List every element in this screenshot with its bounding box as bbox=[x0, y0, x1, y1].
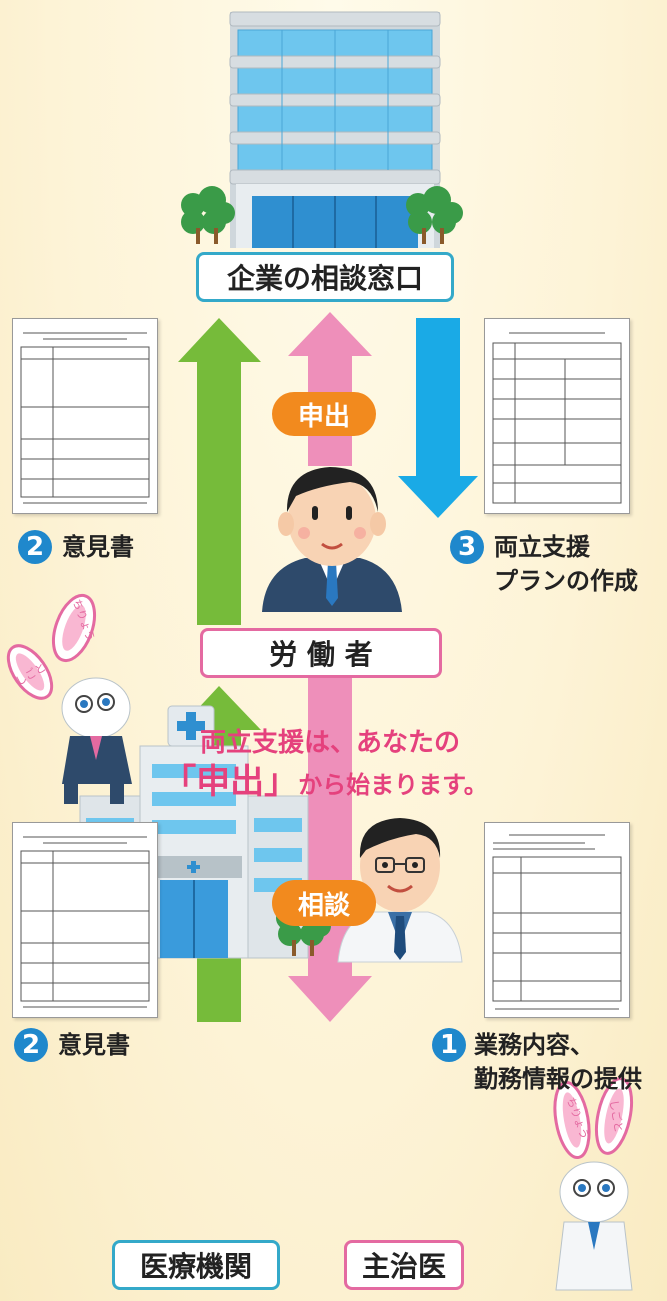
step-number-3: 3 bbox=[450, 530, 484, 564]
plan-label-line2: プランの作成 bbox=[494, 567, 638, 595]
message-line-1: 両立支援は、あなたの bbox=[199, 728, 460, 758]
rabbit-mascot-icon bbox=[553, 1077, 634, 1291]
consult-badge: 相談 bbox=[272, 880, 376, 926]
step-number-1: 1 bbox=[432, 1028, 466, 1062]
opinion-label-lower: 意見書 bbox=[58, 1031, 130, 1059]
form-lines-icon bbox=[20, 836, 150, 1008]
worker-person-icon bbox=[262, 467, 402, 612]
form-lines-icon bbox=[492, 332, 622, 504]
form-lines-icon bbox=[20, 332, 150, 504]
work-info-document bbox=[484, 822, 630, 1018]
medical-institution-label: 医療機関 bbox=[112, 1240, 280, 1290]
message-line-2: 「申出」から始まります。 bbox=[140, 754, 510, 803]
request-badge: 申出 bbox=[272, 392, 376, 436]
opinion-document-lower bbox=[12, 822, 158, 1018]
step-number-2-lower: 2 bbox=[14, 1028, 48, 1062]
attending-physician-label: 主治医 bbox=[344, 1240, 464, 1290]
rabbit-mascot-icon bbox=[6, 593, 132, 804]
opinion-document-upper bbox=[12, 318, 158, 514]
opinion-label-upper: 意見書 bbox=[62, 533, 134, 561]
company-building-icon bbox=[229, 11, 441, 248]
green-arrow-upper bbox=[178, 318, 261, 625]
work-info-label-line1: 業務内容、 bbox=[474, 1031, 594, 1059]
message-emphasis: 「申出」 bbox=[162, 762, 299, 802]
worker-label: 労 働 者 bbox=[200, 628, 442, 678]
plan-label-line1: 両立支援 bbox=[494, 533, 590, 561]
tree-icon bbox=[406, 186, 463, 244]
blue-arrow-down bbox=[398, 318, 478, 518]
pink-arrow-up bbox=[288, 312, 372, 466]
plan-document bbox=[484, 318, 630, 514]
message-tail: から始まります。 bbox=[298, 771, 488, 799]
work-info-label-line2: 勤務情報の提供 bbox=[474, 1065, 642, 1093]
company-consultation-window-label: 企業の相談窓口 bbox=[196, 252, 454, 302]
form-lines-icon bbox=[492, 834, 622, 1010]
tree-icon bbox=[181, 186, 235, 244]
step-number-2-upper: 2 bbox=[18, 530, 52, 564]
doctor-person-icon bbox=[337, 818, 463, 963]
